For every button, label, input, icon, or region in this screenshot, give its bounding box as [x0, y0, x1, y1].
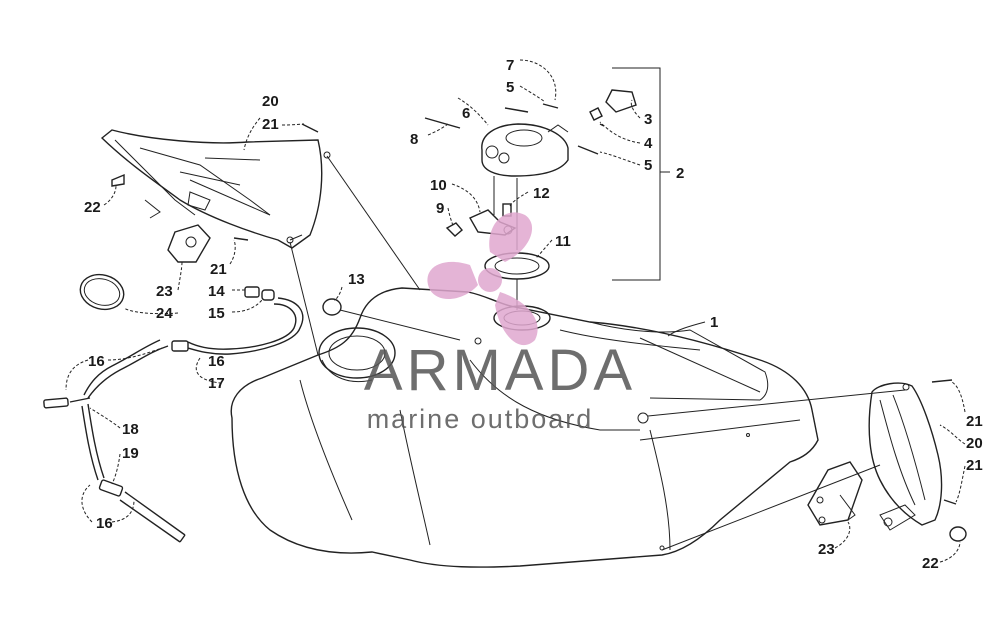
fuel-pump-assembly	[424, 89, 637, 280]
callout-16-top: 16	[88, 353, 105, 370]
watermark: ARMADA marine outboard	[364, 212, 636, 434]
right-shroud	[807, 379, 967, 542]
callout-5-top: 5	[506, 79, 514, 96]
propeller-logo-icon	[427, 212, 538, 346]
callout-21-left-top: 21	[262, 116, 279, 133]
callout-16-bottom: 16	[96, 515, 113, 532]
callout-3: 3	[644, 111, 652, 128]
callout-14: 14	[208, 283, 225, 300]
hose-clamp	[79, 273, 125, 311]
left-shroud	[100, 129, 331, 249]
callout-10: 10	[430, 177, 447, 194]
watermark-tagline: marine outboard	[367, 404, 594, 434]
callout-23-right: 23	[818, 541, 835, 558]
rivet	[111, 173, 125, 187]
callout-labels: 1 2 3 4 5 5 6 7 8 9 10 11 12 13 14 15 16…	[84, 57, 983, 572]
fuel-lines	[43, 286, 342, 543]
callout-4: 4	[644, 135, 653, 152]
callout-19: 19	[122, 445, 139, 462]
callout-7: 7	[506, 57, 514, 74]
callout-2: 2	[676, 165, 684, 182]
callout-17: 17	[208, 375, 225, 392]
callout-15: 15	[208, 305, 225, 322]
callout-9: 9	[436, 200, 444, 217]
callout-22-right: 22	[922, 555, 939, 572]
screw	[301, 123, 319, 133]
callout-22-left: 22	[84, 199, 101, 216]
callout-18: 18	[122, 421, 139, 438]
callout-6: 6	[462, 105, 470, 122]
screw	[233, 237, 249, 241]
callout-20-left: 20	[262, 93, 279, 110]
callout-20-right: 20	[966, 435, 983, 452]
callout-21-right-top: 21	[966, 413, 983, 430]
callout-21-left-bottom: 21	[210, 261, 227, 278]
callout-16-mid: 16	[208, 353, 225, 370]
callout-24: 24	[156, 305, 173, 322]
watermark-brand: ARMADA	[364, 338, 636, 403]
callout-5-bottom: 5	[644, 157, 652, 174]
callout-23-left: 23	[156, 283, 173, 300]
left-bracket	[167, 224, 211, 263]
callout-11: 11	[555, 233, 571, 250]
callout-8: 8	[410, 131, 418, 148]
callout-21-right-bottom: 21	[966, 457, 983, 474]
callout-12: 12	[533, 185, 550, 202]
callout-13: 13	[348, 271, 365, 288]
callout-1: 1	[710, 314, 718, 331]
